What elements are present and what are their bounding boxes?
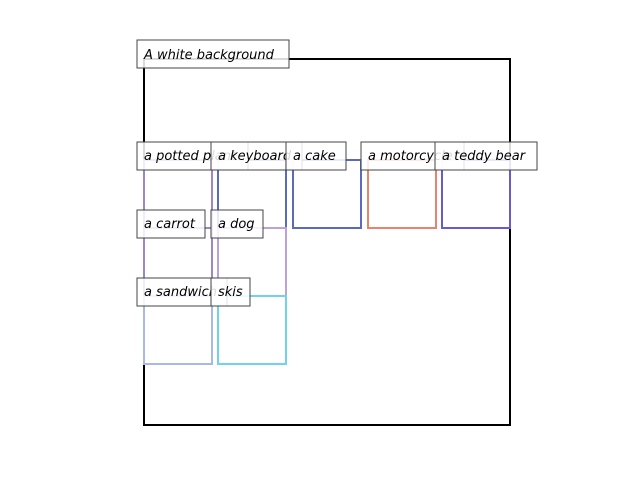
- label-text: a carrot: [144, 217, 196, 232]
- label-teddy-bear: a teddy bear: [434, 141, 538, 171]
- canvas-frame: [143, 58, 511, 426]
- label-cake: a cake: [285, 141, 347, 171]
- label-text: a teddy bear: [442, 149, 527, 164]
- label-text: a sandwich: [144, 285, 217, 300]
- label-text: a keyboard: [218, 149, 292, 164]
- label-text: a dog: [218, 217, 255, 232]
- caption-label: A white background: [136, 39, 290, 69]
- label-text: skis: [218, 285, 243, 300]
- label-dog: a dog: [210, 209, 264, 239]
- box-skis: [217, 295, 287, 365]
- caption-text: A white background: [143, 48, 275, 63]
- label-skis: skis: [210, 277, 251, 307]
- label-text: a cake: [293, 149, 336, 164]
- label-carrot: a carrot: [136, 209, 206, 239]
- label-text: a motorcycle: [368, 149, 453, 164]
